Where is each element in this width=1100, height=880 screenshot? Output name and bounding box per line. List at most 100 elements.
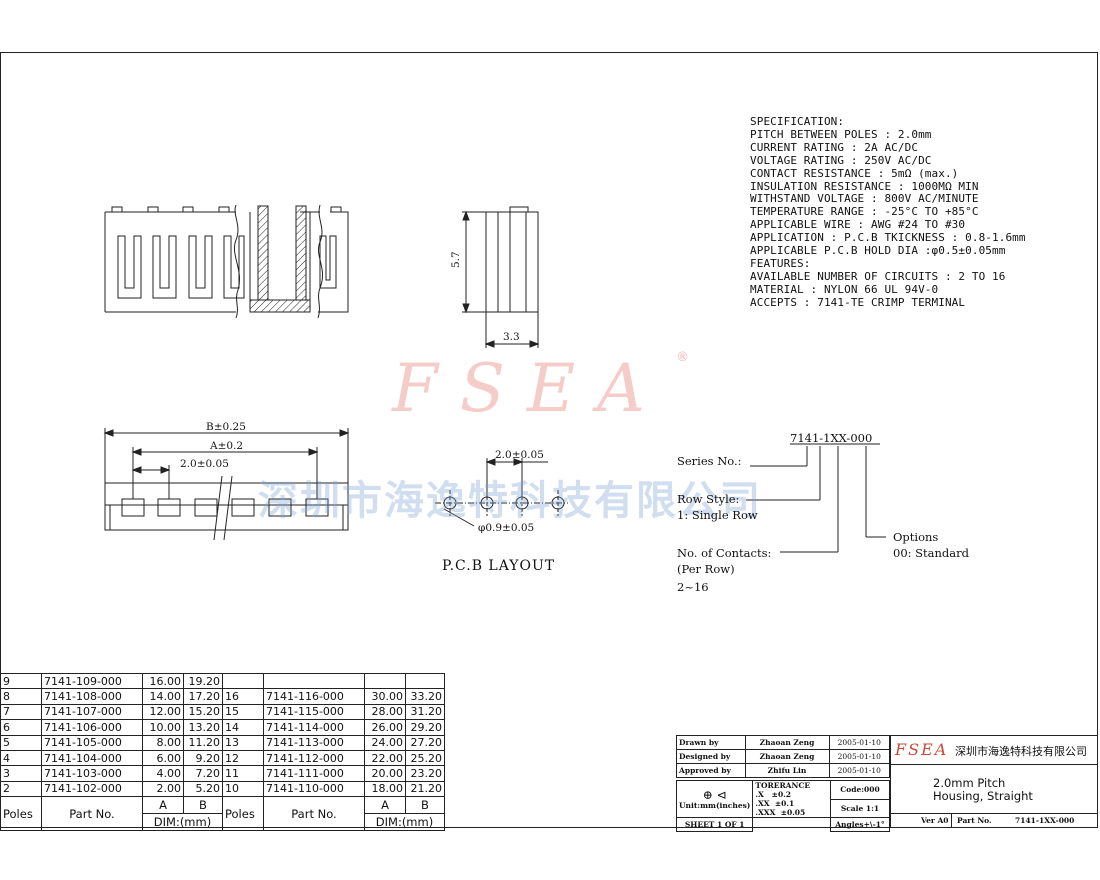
tolerance-table: ⊕ ⊲ Unit:mm(inches) TORERANCE .X ±0.2 .X… — [675, 780, 891, 832]
part-cell: 7141-108-000 — [41, 688, 143, 705]
a-cell: 18.00 — [364, 780, 406, 798]
spec-line: WITHSTAND VOLTAGE : 800V AC/MINUTE — [750, 192, 979, 206]
designed-date: 2005-01-10 — [828, 749, 890, 764]
contacts-label: No. of Contacts: — [677, 546, 772, 560]
tol-x: .X — [755, 790, 764, 799]
a-cell: 10.00 — [142, 719, 184, 736]
options-label: Options — [893, 530, 939, 544]
contacts-range: 2~16 — [677, 580, 709, 594]
part-cell: 7141-110-000 — [263, 780, 365, 798]
spec-line: FEATURES: — [750, 256, 811, 270]
part-cell: 7141-106-000 — [41, 719, 143, 736]
title-line-2: Housing, Straight — [933, 788, 1033, 803]
spec-line: CONTACT RESISTANCE : 5mΩ (max.) — [750, 166, 959, 180]
spec-line: APPLICATION : P.C.B TKICKNESS : 0.8-1.6m… — [750, 231, 1026, 245]
b-cell: 15.20 — [183, 703, 223, 721]
table-row: 6 7141-106-000 10.00 13.20 14 7141-114-0… — [0, 719, 445, 736]
table-row: 8 7141-108-000 14.00 17.20 16 7141-116-0… — [0, 688, 445, 705]
a-cell: 16.00 — [142, 672, 184, 690]
table-row: 3 7141-103-000 4.00 7.20 11 7141-111-000… — [0, 765, 445, 782]
pole-cell: 2 — [0, 780, 42, 798]
title-line-1: 2.0mm Pitch — [933, 776, 1006, 790]
company-logo: FSEA — [895, 740, 949, 759]
a-cell: 24.00 — [364, 734, 406, 751]
table-row: 4 7141-104-000 6.00 9.20 12 7141-112-000… — [0, 749, 445, 767]
height-dimension: 5.7 — [450, 251, 462, 268]
company-row: FSEA 深圳市海逸特科技有限公司 — [891, 736, 1097, 765]
b-cell: 27.20 — [405, 734, 445, 751]
tol-xxx: .XXX — [755, 808, 776, 817]
b-cell: 17.20 — [183, 688, 223, 705]
drawing-title: 2.0mm Pitch Housing, Straight — [933, 777, 1033, 802]
b-cell: 19.20 — [183, 672, 223, 690]
drawing-frame — [0, 52, 1098, 828]
pitch-dimension: 2.0±0.05 — [180, 458, 229, 470]
part-row: Ver A0 Part No. 7141-1XX-000 — [891, 813, 1097, 828]
version: Ver A0 — [921, 816, 949, 825]
pole-cell: 4 — [0, 749, 42, 767]
header-dim: DIM:(mm) — [142, 813, 223, 832]
watermark-brand: FSEA — [392, 350, 667, 427]
designed-label: Designed by — [676, 749, 746, 764]
row-style-label: Row Style: — [677, 492, 740, 506]
angles-cell: Angles+\-1° — [829, 817, 891, 832]
spec-line: APPLICABLE WIRE : AWG #24 TO #30 — [750, 218, 966, 232]
code-cell: Code:000 — [829, 780, 891, 800]
tol-xxx-value: ±0.05 — [780, 808, 806, 817]
b-cell: 13.20 — [183, 719, 223, 736]
b-cell — [405, 672, 445, 690]
a-cell: 2.00 — [142, 780, 184, 798]
series-label: Series No.: — [677, 454, 742, 468]
b-cell: 33.20 — [405, 688, 445, 705]
pole-cell — [222, 672, 264, 690]
spec-line: SPECIFICATION: — [750, 115, 845, 128]
b-cell: 29.20 — [405, 719, 445, 736]
part-cell: 7141-114-000 — [263, 719, 365, 736]
spec-line: AVAILABLE NUMBER OF CIRCUITS : 2 TO 16 — [750, 269, 1006, 283]
pole-cell: 5 — [0, 734, 42, 751]
a-cell: 26.00 — [364, 719, 406, 736]
ordering-part-code: 7141-1XX-000 — [790, 431, 873, 445]
tol-xx: .XX — [755, 799, 770, 808]
title-area: FSEA 深圳市海逸特科技有限公司 2.0mm Pitch Housing, S… — [890, 735, 1098, 828]
pole-cell: 3 — [0, 765, 42, 782]
header-b: B — [183, 796, 223, 815]
sheet-cell: SHEET 1 OF 1 — [675, 817, 754, 832]
a-cell: 28.00 — [364, 703, 406, 721]
part-cell: 7141-104-000 — [41, 749, 143, 767]
pole-cell: 7 — [0, 703, 42, 721]
options-value: 00: Standard — [893, 546, 970, 560]
tolerance-label: TORERANCE — [755, 781, 811, 790]
a-cell: 20.00 — [364, 765, 406, 782]
pole-cell: 10 — [222, 780, 264, 798]
part-cell: 7141-105-000 — [41, 734, 143, 751]
part-cell: 7141-113-000 — [263, 734, 365, 751]
table-header-row: DIM:(mm) DIM:(mm) — [1, 813, 445, 832]
title-block: Drawn by Zhaoan Zeng 2005-01-10 Designed… — [675, 735, 1098, 832]
part-cell: 7141-115-000 — [263, 703, 365, 721]
approved-name: Zhifu Lin — [744, 763, 830, 778]
side-view — [462, 206, 540, 348]
approval-table: Drawn by Zhaoan Zeng 2005-01-10 Designed… — [676, 735, 890, 778]
parts-table: 9 7141-109-000 16.00 19.20 8 7141-108-00… — [0, 672, 445, 832]
b-cell: 9.20 — [183, 749, 223, 767]
pole-cell: 6 — [0, 719, 42, 736]
watermark-company: 深圳市海逸特科技有限公司 — [258, 478, 762, 524]
header-part-no: Part No. — [41, 796, 143, 832]
drawn-label: Drawn by — [676, 735, 746, 750]
pole-cell: 14 — [222, 719, 264, 736]
a-cell — [364, 672, 406, 690]
a-cell: 14.00 — [142, 688, 184, 705]
part-cell: 7141-112-000 — [263, 749, 365, 767]
drawn-name: Zhaoan Zeng — [744, 735, 830, 750]
part-cell: 7141-102-000 — [41, 780, 143, 798]
a-cell: 6.00 — [142, 749, 184, 767]
a-cell: 4.00 — [142, 765, 184, 782]
table-row: 7 7141-107-000 12.00 15.20 15 7141-115-0… — [0, 703, 445, 721]
hole-dimension: φ0.9±0.05 — [478, 522, 535, 534]
a-cell: 22.00 — [364, 749, 406, 767]
table-row: 5 7141-105-000 8.00 11.20 13 7141-113-00… — [0, 734, 445, 751]
a-dimension: A±0.2 — [210, 440, 244, 452]
